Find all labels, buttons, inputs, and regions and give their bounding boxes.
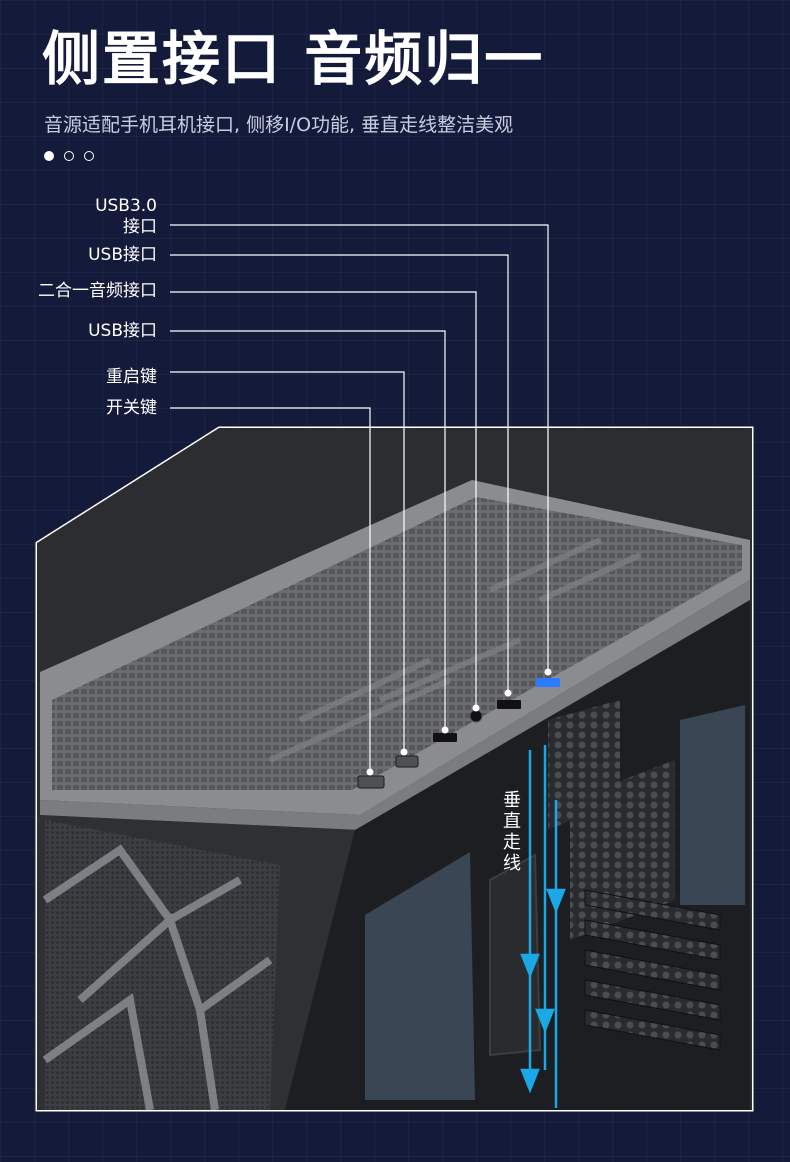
usb-port-b [433,733,457,742]
vertical-routing-arrows [520,745,566,1108]
label-usb30: USB3.0 接口 [95,196,157,238]
reset-button [395,755,419,768]
usb-port-a [497,700,521,709]
carousel-dot-2[interactable] [64,151,74,161]
label-usb-a: USB接口 [88,245,157,265]
label-usb-b: USB接口 [88,321,157,341]
carousel-dot-1[interactable] [44,151,54,161]
label-power: 开关键 [106,398,157,418]
leader-lines [170,224,549,772]
usb3-port [536,678,560,687]
page-subtitle: 音源适配手机耳机接口, 侧移I/O功能, 垂直走线整洁美观 [44,114,514,136]
label-usb30-line2: 接口 [123,217,157,237]
page-title: 侧置接口 音频归一 [42,25,545,93]
carousel-dot-3[interactable] [84,151,94,161]
label-usb30-line1: USB3.0 [95,196,157,216]
carousel-indicator [44,151,94,161]
audio-jack [469,709,483,723]
label-reset: 重启键 [106,367,157,387]
vertical-routing-label: 垂直走线 [503,790,521,874]
label-audio: 二合一音频接口 [38,281,157,301]
power-button [357,775,385,789]
